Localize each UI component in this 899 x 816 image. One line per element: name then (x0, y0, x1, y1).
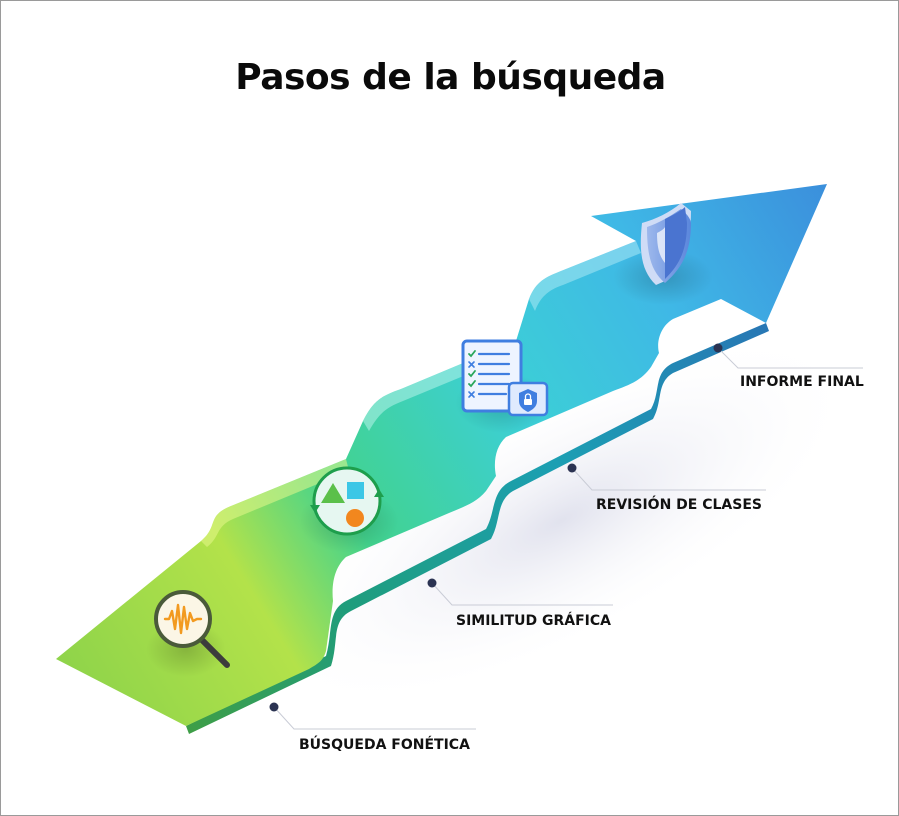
shapes-similarity-icon (310, 466, 384, 536)
step-label-similitud-grafica: SIMILITUD GRÁFICA (456, 613, 611, 629)
step-markers (269, 343, 863, 730)
shield-icon (640, 203, 691, 285)
step-label-busqueda-fonetica: BÚSQUEDA FONÉTICA (299, 737, 470, 753)
step-label-revision-de-clases: REVISIÓN DE CLASES (596, 497, 762, 513)
arrow-side-edge (186, 323, 769, 734)
arrow-top-surface (56, 184, 827, 726)
magnifier-soundwave-icon (154, 590, 230, 668)
step-label-informe-final: INFORME FINAL (740, 374, 864, 390)
diagram-title: Pasos de la búsqueda (235, 57, 666, 98)
checklist-document-icon (461, 339, 549, 417)
